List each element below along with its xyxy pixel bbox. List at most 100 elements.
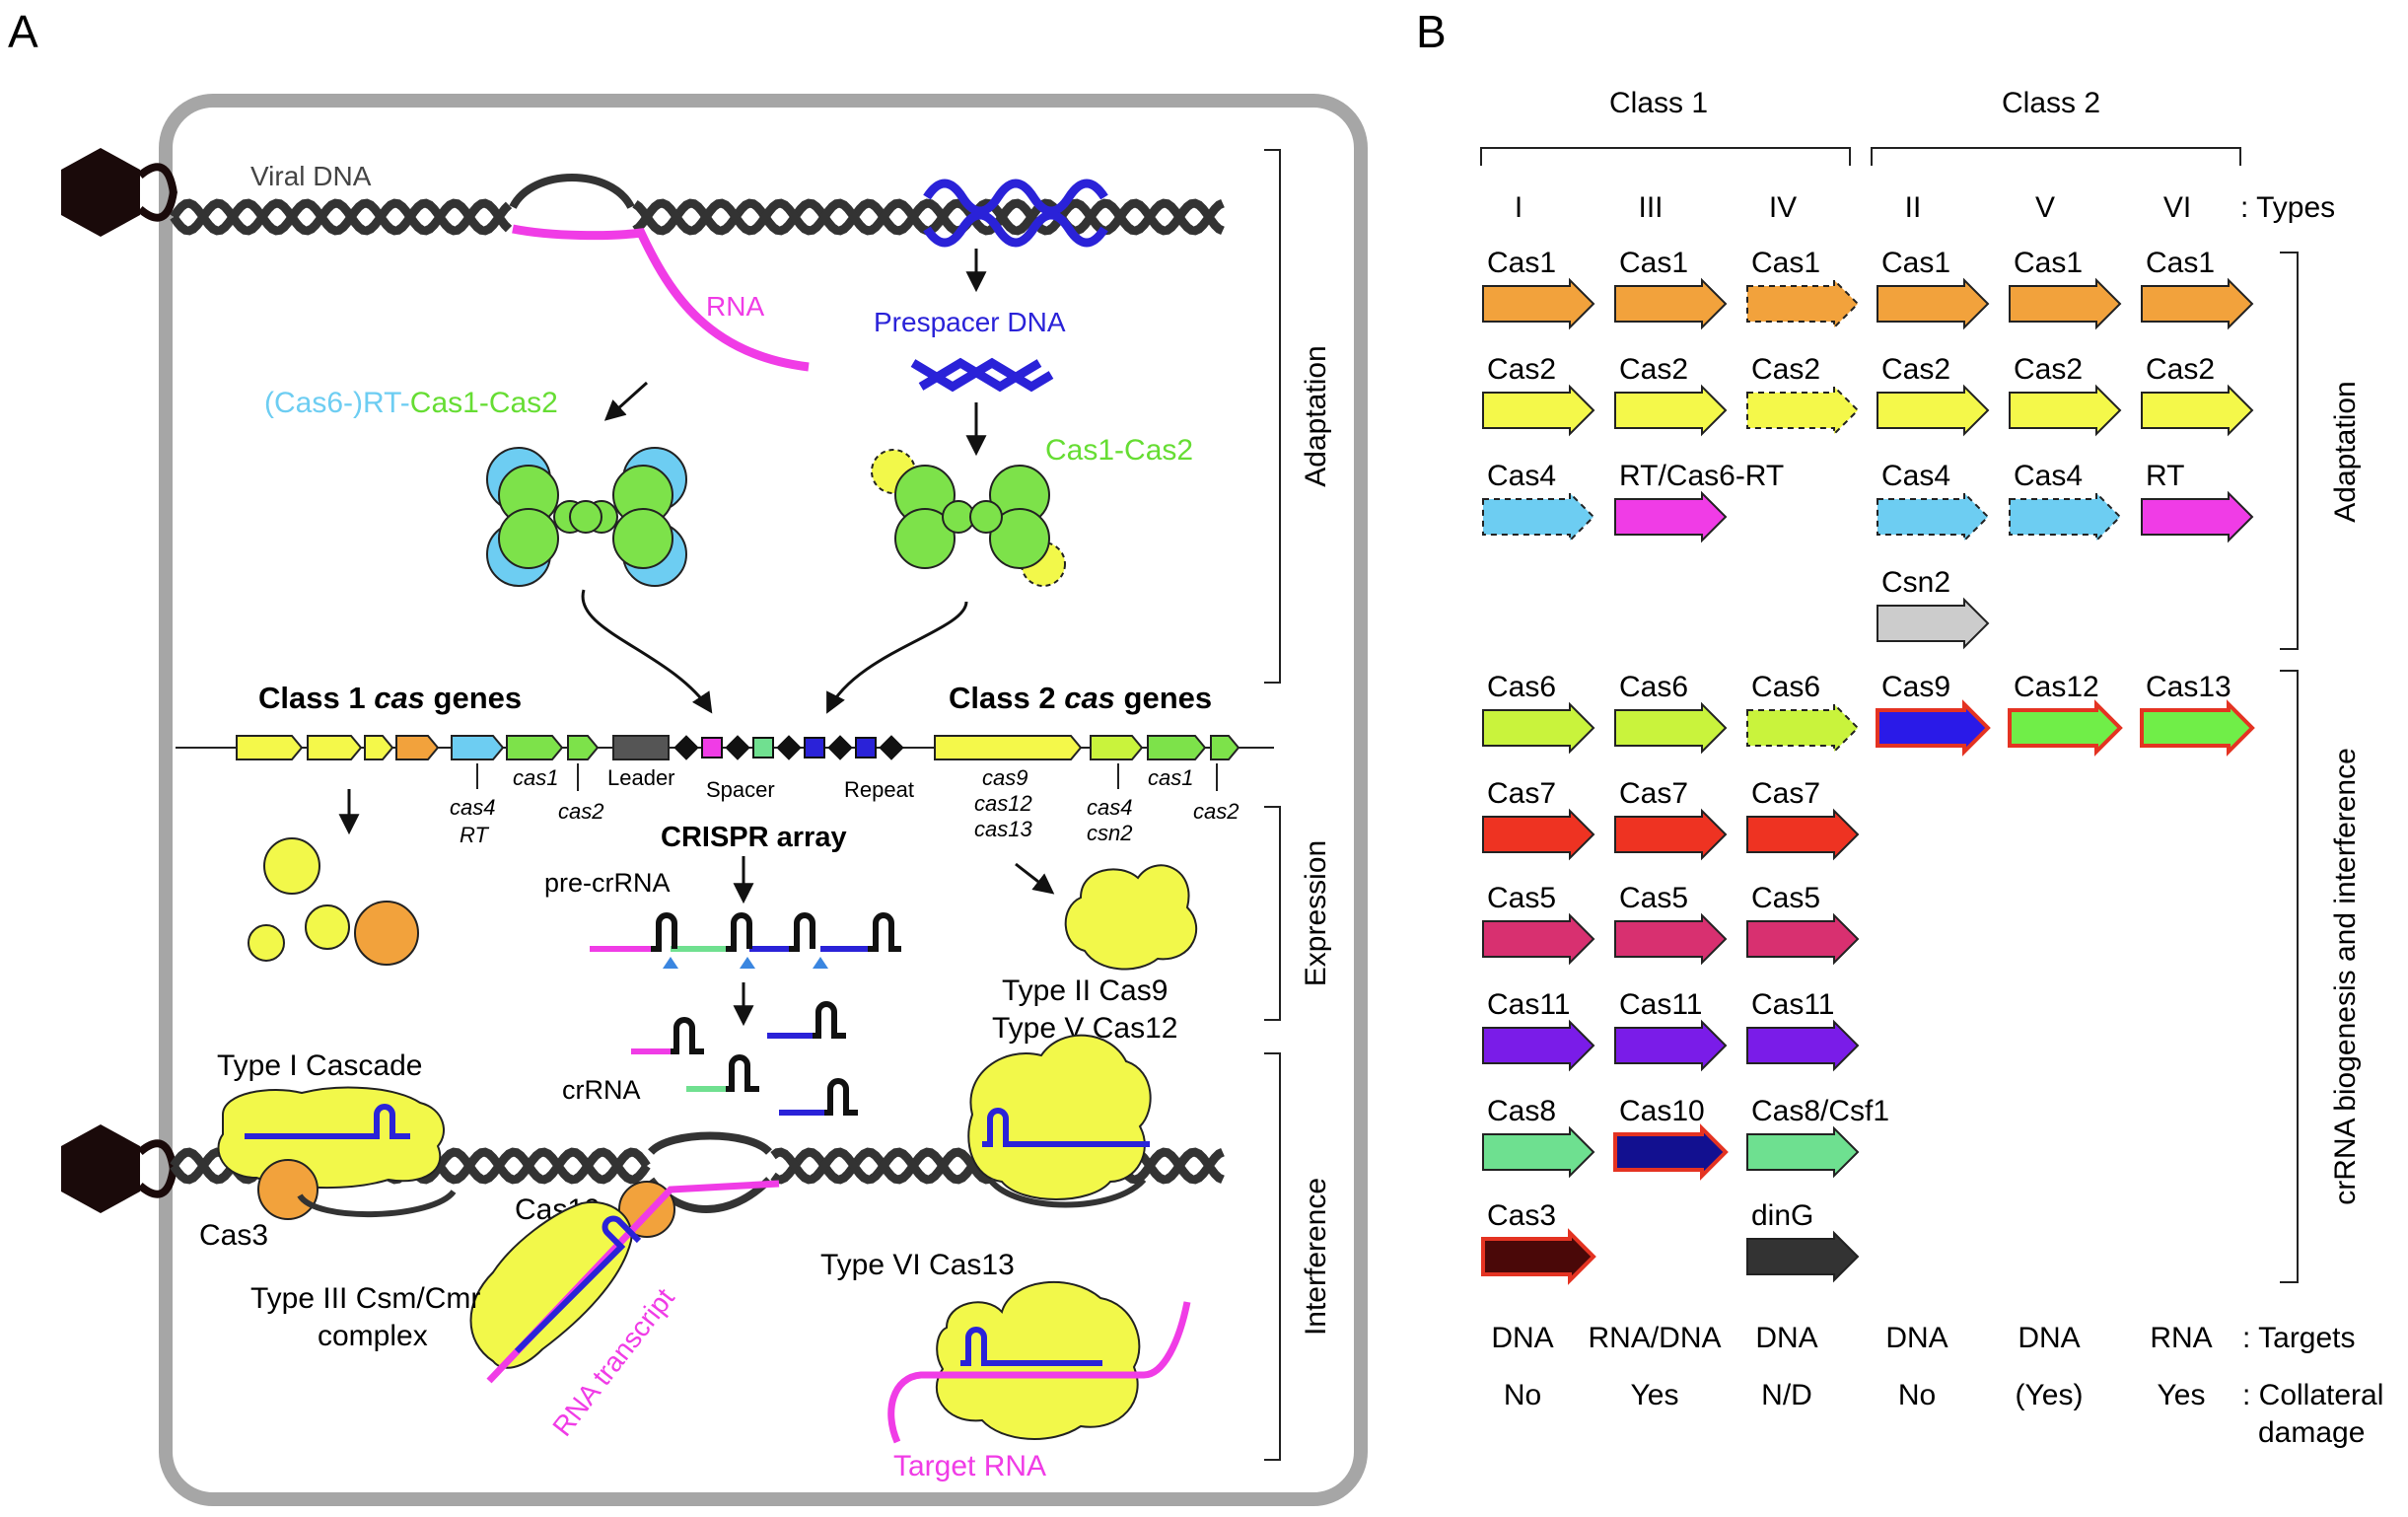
cas3-strand xyxy=(297,1189,457,1217)
spacer-square xyxy=(752,737,774,758)
collateral-5: Yes xyxy=(2158,1379,2206,1411)
interf-0-4-label: Cas12 xyxy=(2014,671,2099,703)
interf-2-2-arrow xyxy=(1746,912,1860,966)
adapt-2-0: Cas4 xyxy=(1482,460,1595,543)
adapt-2-1: RT/Cas6-RT xyxy=(1614,460,1784,543)
crrna-label: crRNA xyxy=(562,1075,641,1105)
pre-crrna-strand xyxy=(590,912,901,969)
adapt-0-1-arrow xyxy=(1614,277,1728,330)
prespacer-label: Prespacer DNA xyxy=(874,307,1066,337)
gene-label-rt: RT xyxy=(460,823,489,847)
adapt-1-1-label: Cas2 xyxy=(1619,353,1688,386)
type-header-IV: IV xyxy=(1769,191,1797,224)
adapt-2-4-label: Cas4 xyxy=(2014,460,2083,492)
adapt-1-0-label: Cas2 xyxy=(1487,353,1556,386)
interf-4-0: Cas8 xyxy=(1482,1095,1595,1179)
interf-0-5-label: Cas13 xyxy=(2146,671,2231,703)
interf-3-1-arrow xyxy=(1614,1019,1728,1072)
interf-2-1-label: Cas5 xyxy=(1619,882,1688,914)
interf-0-4: Cas12 xyxy=(2008,671,2123,757)
adapt-1-3: Cas2 xyxy=(1877,353,1990,437)
adapt-0-4: Cas1 xyxy=(2009,247,2122,330)
cas9-crrna xyxy=(982,1108,1150,1147)
adapt-0-5-label: Cas1 xyxy=(2146,247,2215,279)
adapt-2-5: RT xyxy=(2141,460,2254,543)
phage-icon-bottom xyxy=(61,1124,177,1213)
interf-1-0: Cas7 xyxy=(1482,777,1595,861)
stage-brackets xyxy=(1264,149,1281,1461)
target-5: RNA xyxy=(2150,1322,2212,1354)
arrow-rna-to-rt xyxy=(603,381,649,421)
adapt-3-3-label: Csn2 xyxy=(1881,566,1950,599)
gene-class1-orange xyxy=(395,735,440,760)
interf-4-1-arrow xyxy=(1613,1123,1729,1181)
type3-label-line2: complex xyxy=(318,1320,428,1352)
adapt-0-2: Cas1 xyxy=(1746,247,1860,330)
interf-3-0-arrow xyxy=(1482,1019,1595,1072)
interf-1-1: Cas7 xyxy=(1614,777,1728,861)
adapt-1-3-arrow xyxy=(1877,384,1990,437)
gene-cas9-cas12-cas13 xyxy=(934,735,1083,760)
interf-2-1-arrow xyxy=(1614,912,1728,966)
gene-label-cas2b: cas2 xyxy=(1193,799,1239,824)
adapt-3-3-arrow xyxy=(1877,597,1990,650)
interf-4-0-label: Cas8 xyxy=(1487,1095,1556,1127)
rloop-bubble-top xyxy=(648,1131,772,1156)
adapt-1-2-label: Cas2 xyxy=(1751,353,1820,386)
arrow-class2-expression xyxy=(1015,862,1055,895)
type1-cascade-label: Type I Cascade xyxy=(217,1049,422,1082)
interf-2-2-label: Cas5 xyxy=(1751,882,1820,914)
interf-0-3-arrow xyxy=(1876,699,1991,757)
interf-0-1-arrow xyxy=(1614,701,1728,755)
interf-2-2: Cas5 xyxy=(1746,882,1860,966)
interf-3-2-arrow xyxy=(1746,1019,1860,1072)
type-header-VI: VI xyxy=(2163,191,2191,224)
adapt-1-2: Cas2 xyxy=(1746,353,1860,437)
interf-5-0-label: Cas3 xyxy=(1487,1199,1556,1232)
adapt-1-4-label: Cas2 xyxy=(2014,353,2083,386)
type-header-II: II xyxy=(1905,191,1922,224)
interf-0-2-label: Cas6 xyxy=(1751,671,1820,703)
adapt-2-1-label: RT/Cas6-RT xyxy=(1619,460,1784,492)
interf-4-2-label: Cas8/Csf1 xyxy=(1751,1095,1889,1127)
type3-complex-icon xyxy=(469,1200,633,1369)
adapt-0-3: Cas1 xyxy=(1877,247,1990,330)
class2-label: Class 2 xyxy=(2002,87,2100,119)
stage-interference: Interference xyxy=(1300,1178,1332,1336)
cas1-cas2-label: Cas1-Cas2 xyxy=(1045,434,1193,467)
gene-cas2 xyxy=(567,735,600,760)
targets-row-label: : Targets xyxy=(2242,1322,2356,1354)
adapt-0-0: Cas1 xyxy=(1482,247,1595,330)
gene-label-cas4: cas4 xyxy=(450,795,495,820)
adapt-2-0-arrow xyxy=(1482,490,1595,543)
interf-1-1-label: Cas7 xyxy=(1619,777,1688,810)
adapt-1-0-arrow xyxy=(1482,384,1595,437)
interf-5-2-label: dinG xyxy=(1751,1199,1813,1232)
cas9-target-complex-icon xyxy=(967,1034,1152,1200)
adapt-2-3: Cas4 xyxy=(1877,460,1990,543)
repeat-label: Repeat xyxy=(844,777,914,802)
adapt-2-3-arrow xyxy=(1877,490,1990,543)
interf-3-2: Cas11 xyxy=(1746,988,1860,1072)
panel-a-letter: A xyxy=(8,6,38,57)
cas9-displaced-strand xyxy=(987,1177,1147,1208)
interf-0-0-arrow xyxy=(1482,701,1595,755)
adapt-2-4-arrow xyxy=(2009,490,2122,543)
crrna-molecules xyxy=(631,1001,858,1116)
repeat-diamond xyxy=(879,735,904,760)
interf-3-1: Cas11 xyxy=(1614,988,1728,1072)
interf-4-1-label: Cas10 xyxy=(1619,1095,1705,1127)
arrow-rt-to-array xyxy=(581,589,713,714)
type2-cas9-label: Type II Cas9 xyxy=(1002,975,1168,1007)
interf-4-1: Cas10 xyxy=(1613,1095,1729,1181)
collateral-1: Yes xyxy=(1631,1379,1679,1411)
interf-2-1: Cas5 xyxy=(1614,882,1728,966)
interf-2-0-arrow xyxy=(1482,912,1595,966)
gene-label-cas1: cas1 xyxy=(513,765,558,790)
interf-1-1-arrow xyxy=(1614,808,1728,861)
gene-label-csn2: csn2 xyxy=(1087,821,1132,845)
target-1: RNA/DNA xyxy=(1588,1322,1721,1354)
